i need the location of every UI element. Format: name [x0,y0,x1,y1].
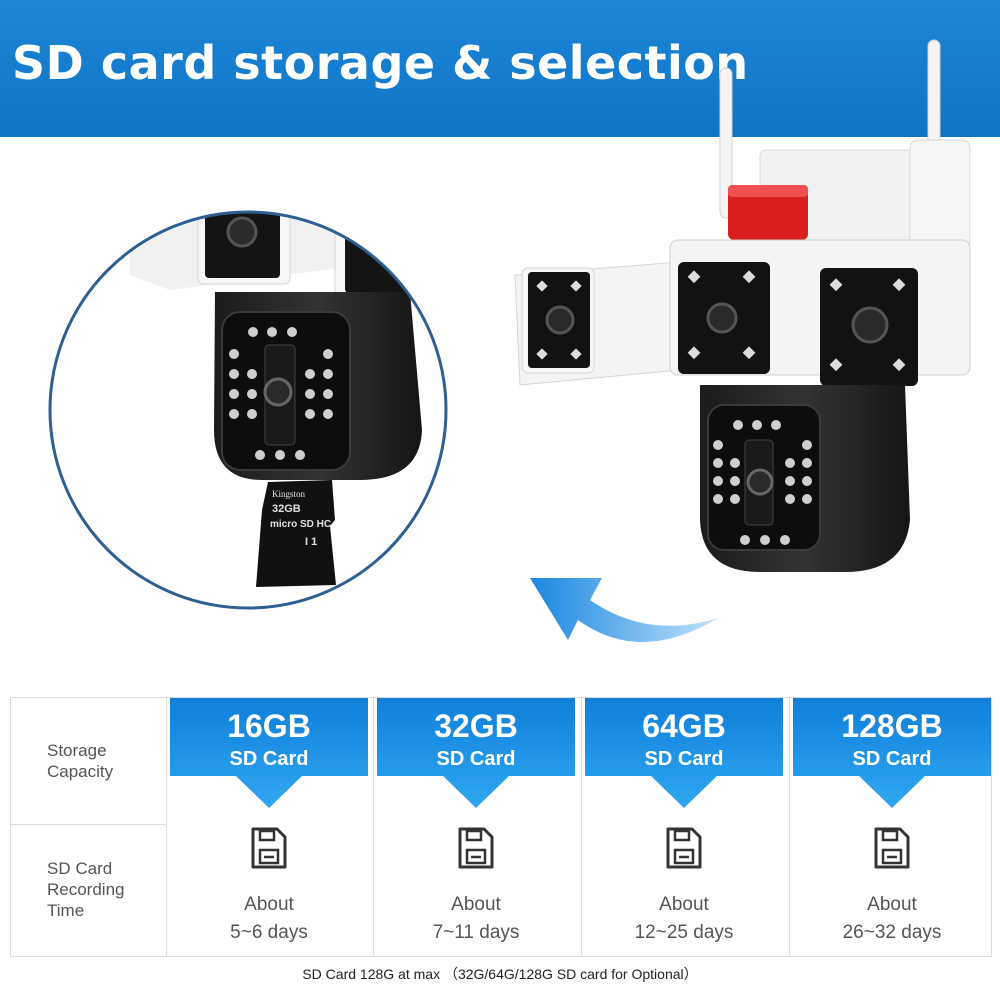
page-title: SD card storage & selection [12,36,749,90]
capacity-header: 32GB SD Card [377,698,575,810]
curved-arrow-icon [530,578,718,643]
recording-time-label: SD Card Recording Time [47,859,125,920]
capacity-column-32gb: 32GB SD Card About 7~11 days [377,698,575,956]
card-label: SD Card [852,748,932,770]
footnote: SD Card 128G at max （32G/64G/128G SD car… [302,966,698,982]
capacity-column-128gb: 128GB SD Card About 26~32 days [793,698,991,956]
recording-days: 26~32 days [842,922,942,943]
card-label: SD Card [644,748,724,770]
capacity-value: 16GB [227,708,311,744]
card-label: SD Card [436,748,516,770]
recording-days: 12~25 days [634,922,734,943]
capacity-column-16gb: 16GB SD Card About 5~6 days [170,698,368,956]
about-label: About [244,894,294,915]
svg-text:micro SD HC: micro SD HC [270,519,331,530]
capacity-value: 64GB [642,708,726,744]
floppy-disk-icon [458,827,494,869]
about-label: About [659,894,709,915]
zoom-circle: Kingston 32GB micro SD HC I 1 [48,210,448,610]
capacity-header: 128GB SD Card [793,698,991,810]
svg-text:32GB: 32GB [272,503,301,515]
microsd-card: Kingston 32GB micro SD HC I 1 [256,480,336,587]
capacity-header: 64GB SD Card [585,698,783,810]
product-illustration: Kingston 32GB micro SD HC I 1 [48,39,971,643]
capacity-value: 128GB [841,708,943,744]
floppy-disk-icon [666,827,702,869]
recording-days: 7~11 days [432,922,520,943]
storage-table: Storage Capacity SD Card Recording Time … [10,697,992,957]
about-label: About [867,894,917,915]
about-label: About [451,894,501,915]
svg-text:I 1: I 1 [305,536,317,548]
card-label: SD Card [229,748,309,770]
title-banner: SD card storage & selection [0,0,1000,137]
floppy-disk-icon [251,827,287,869]
floppy-disk-icon [874,827,910,869]
svg-text:Kingston: Kingston [272,489,306,499]
storage-capacity-label: Storage Capacity [47,741,114,781]
capacity-header: 16GB SD Card [170,698,368,810]
capacity-value: 32GB [434,708,518,744]
recording-days: 5~6 days [230,922,308,943]
capacity-column-64gb: 64GB SD Card About 12~25 days [585,698,783,956]
camera-product [514,39,971,572]
